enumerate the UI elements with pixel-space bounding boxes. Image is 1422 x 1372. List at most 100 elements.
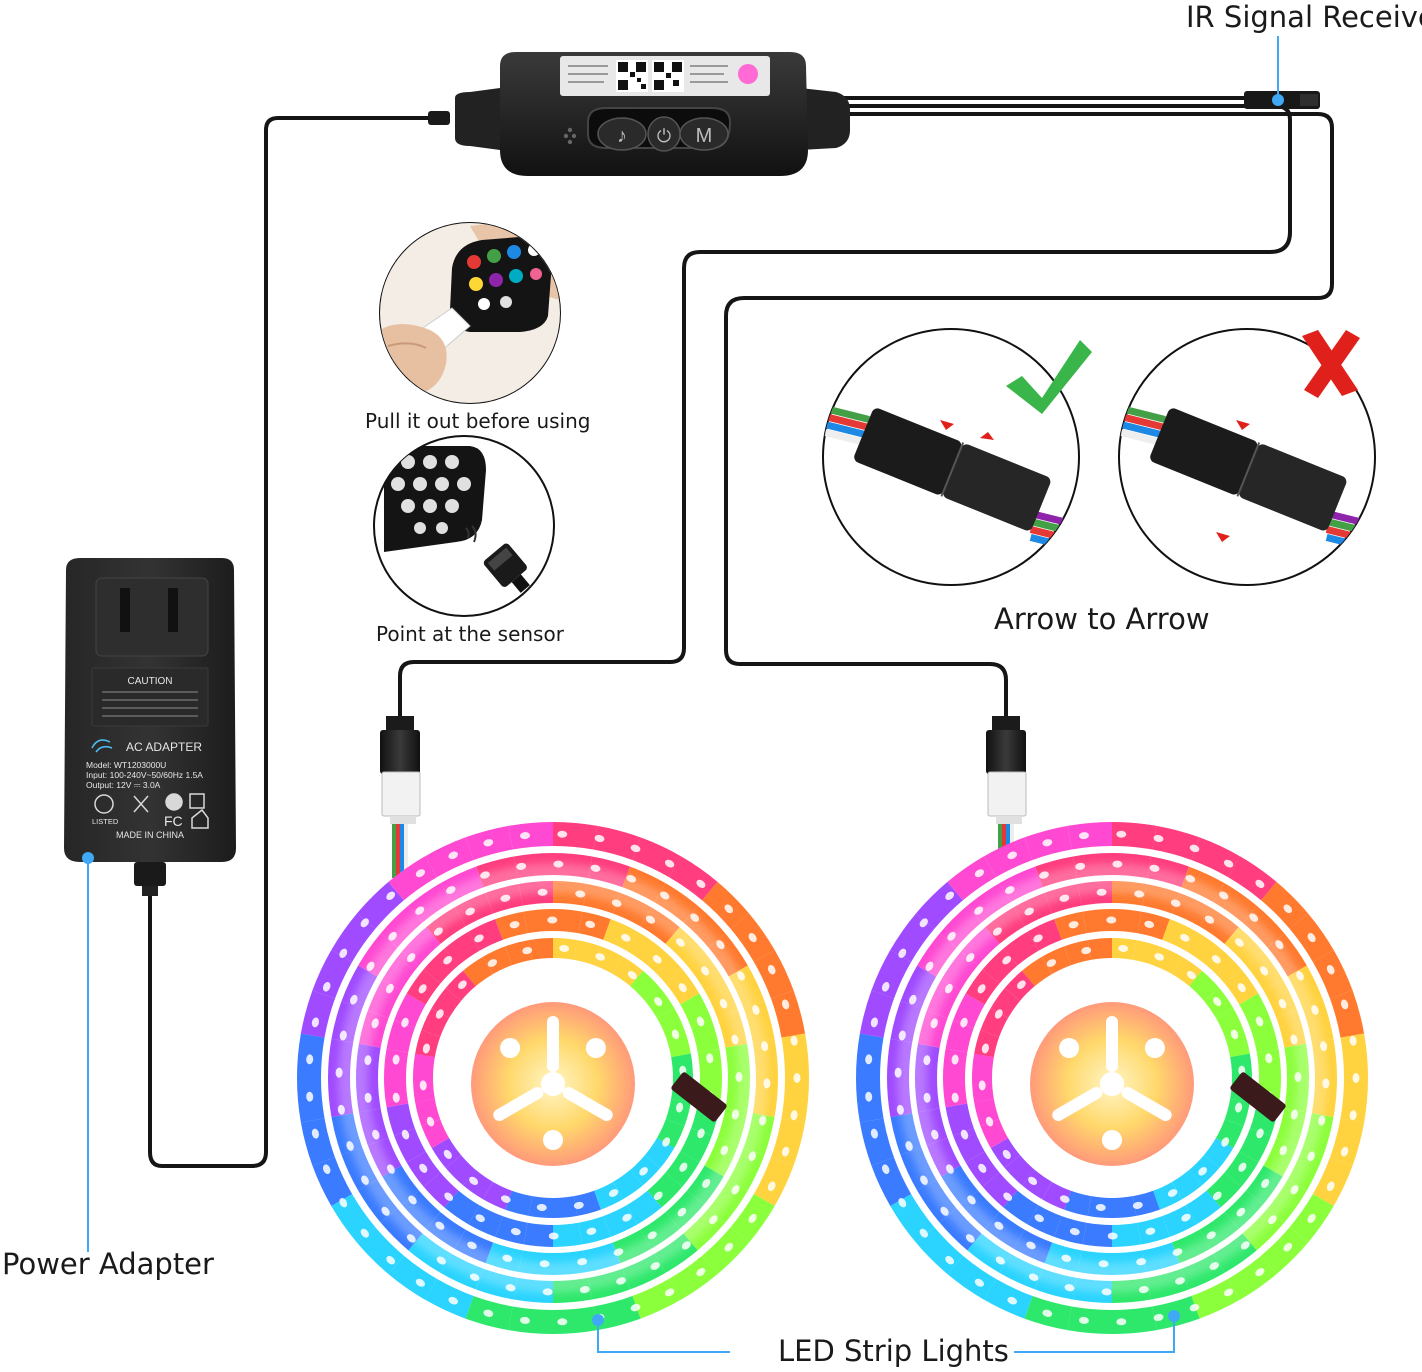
led-ring-segment [1227,1255,1277,1300]
led-ring-segment [468,1205,503,1237]
caution-text: CAUTION [128,676,173,687]
led-chip [630,1303,641,1312]
led-chip [1211,955,1221,964]
led-chip [1223,1288,1234,1297]
led-chip [386,891,396,901]
certification-marks-icon [94,793,209,829]
led-chip [474,934,484,943]
led-chip [1116,1318,1127,1326]
led-reel-left [296,821,810,1335]
led-chip [1213,997,1222,1007]
led-chip [781,1146,790,1157]
led-chip [487,959,498,967]
hub-hole [500,1038,521,1058]
led-chip [1154,953,1165,961]
led-ring-segment [508,821,554,850]
led-chip [1059,1195,1070,1203]
led-chip [1340,1146,1349,1157]
adapter-title: AC ADAPTER [126,740,202,754]
led-chip [671,1029,680,1040]
controller-buttons [597,116,729,152]
led-chip [1002,955,1012,965]
led-chip [475,1214,485,1223]
music-icon: ♪ [617,125,627,147]
led-chip [422,1043,430,1054]
connector-left-half [854,408,962,495]
led-ring-segment [859,1118,895,1166]
led-chip [322,1164,331,1175]
led-chip [679,1162,688,1172]
led-chip [977,984,986,994]
strip-plug-left [380,716,421,878]
led-chip [426,1116,435,1127]
led-chip [339,1198,348,1208]
led-chip [419,1080,427,1091]
qr-code [616,60,684,92]
led-chip [1256,1128,1264,1139]
led-chip [630,844,641,853]
led-chip [483,839,494,847]
led-chip [1186,970,1196,980]
led-chip [1180,933,1190,942]
check-mark-icon [1006,340,1092,414]
arrow-markers [1216,420,1250,542]
led-chip [678,983,687,993]
led-chip [767,964,776,975]
power-adapter: CAUTION AC ADAPTER Model: WT1203000U Inp… [64,558,236,1252]
connector-wrong-circle [1118,328,1376,586]
remote-pull-tab-circle [379,222,561,404]
led-chip [1002,1149,1011,1159]
wall-plug-face [95,577,209,657]
led-chip [1042,1309,1053,1317]
led-chip [898,1198,907,1208]
led-chip [1212,1191,1222,1201]
hub-spoke [493,1087,544,1121]
led-chip [919,918,928,928]
led-chip [865,1054,873,1065]
led-chip [360,1228,369,1238]
led-ring-segment [1250,1020,1279,1053]
remote-body [384,446,486,552]
led-chip [881,1164,890,1175]
led-chip [654,997,663,1007]
led-ring-segment [947,856,997,901]
led-chip [1283,904,1293,914]
led-ring-segment [1171,956,1203,987]
led-chip [401,1129,410,1140]
led-chip [415,1278,426,1287]
led-ring-segment [626,931,662,966]
led-ring-segment [462,1169,494,1200]
led-ring-segment [691,1020,720,1053]
led-chip [1095,1203,1106,1212]
led-chip [1145,1227,1156,1235]
led-chip [1003,1192,1013,1201]
connector-left-half [1150,408,1258,495]
wire-strip-two [724,112,1334,724]
hub-spoke [562,1087,613,1121]
led-ring-segment [603,1205,638,1237]
led-chip [522,947,533,955]
led-ring-segment [1132,940,1160,966]
adapter-input: Input: 100-240V~50/60Hz 1.5A [86,770,203,780]
led-chip [311,1128,319,1139]
led-ring-segment [945,1020,974,1053]
led-chip [435,1009,444,1019]
led-ring-segment [972,1053,994,1079]
led-chip [386,1255,396,1265]
led-ring-segment [943,1077,968,1108]
led-chip [1079,1316,1089,1324]
led-ring-segment [1067,1306,1113,1335]
led-chip [1255,879,1265,889]
ir-signal-receiver-label: IR Signal Receiver [1186,0,1422,34]
led-chip [1167,1189,1178,1197]
led-ring-segment [1185,1190,1221,1225]
led-chip [974,1278,985,1287]
led-chip [322,981,331,992]
led-chip [1028,1176,1038,1186]
led-ring-segment [1256,1048,1281,1079]
led-ring-segment [1329,1118,1365,1166]
led-chip [1189,844,1200,853]
reel-end-connector [1230,1072,1286,1122]
led-chip [1340,999,1349,1010]
led-strip-lights-label: LED Strip Lights [778,1334,1009,1368]
